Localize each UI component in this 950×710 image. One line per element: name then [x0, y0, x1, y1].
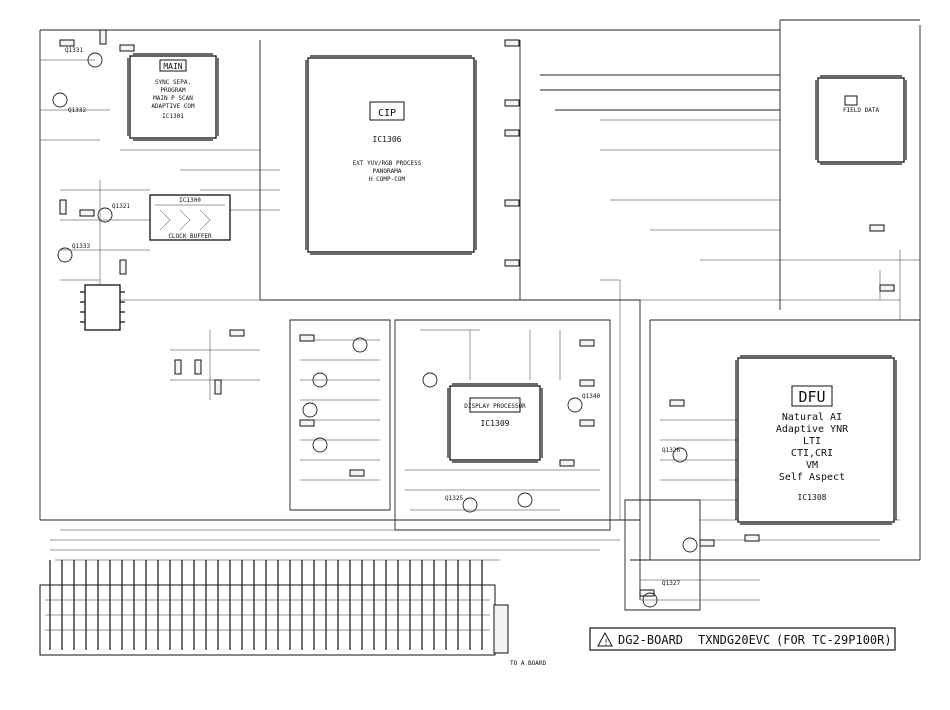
cip-line-2: PANORAMA — [373, 168, 402, 175]
clock-buffer-label: CLOCK BUFFER — [168, 233, 212, 240]
ic1308-dfu-chip: DFU Natural AI Adaptive YNR LTI CTI,CRI … — [735, 355, 897, 525]
main-line-3: MAIN P SCAN — [153, 95, 193, 102]
ic1301-main-chip: MAIN SYNC SEPA. PROGRAM MAIN P SCAN ADAP… — [127, 53, 219, 141]
dfu-line-1: Natural AI — [782, 412, 842, 423]
dfu-line-5: VM — [806, 460, 818, 471]
transistor-label: Q1327 — [662, 580, 680, 587]
transistor-label: Q1321 — [112, 203, 130, 210]
cip-line-3: H COMP-COM — [369, 176, 406, 183]
transistor-label: Q1340 — [582, 393, 600, 400]
display-ref: IC1309 — [481, 419, 510, 428]
transistor-label: Q1325 — [445, 495, 463, 502]
main-line-1: SYNC SEPA. — [155, 79, 191, 86]
transistor-label: Q1326 — [662, 447, 680, 454]
field-data-badge: FIELD DATA — [843, 107, 880, 114]
ic1300-ref: IC1300 — [179, 197, 201, 204]
ic1300-clock-buffer: IC1300 CLOCK BUFFER — [149, 194, 231, 241]
dfu-ref: IC1308 — [798, 493, 827, 502]
dfu-line-4: CTI,CRI — [791, 448, 833, 459]
display-badge: DISPLAY PROCESSOR — [464, 403, 526, 410]
cip-ref: IC1306 — [373, 135, 402, 144]
title-block: ! DG2-BOARD TXNDG20EVC (FOR TC-29P100R) — [589, 627, 896, 651]
dfu-badge: DFU — [798, 388, 825, 406]
board-model: TXNDG20EVC — [698, 633, 770, 647]
main-ref: IC1301 — [162, 113, 184, 120]
eeprom-chip — [80, 284, 125, 331]
field-data-chip: FIELD DATA — [815, 75, 907, 165]
ic1306-cip-chip: CIP IC1306 EXT YUV/RGB PROCESS PANORAMA … — [305, 55, 477, 255]
main-line-2: PROGRAM — [160, 87, 186, 94]
main-line-4: ADAPTIVE COM — [151, 103, 195, 110]
ic1309-display-processor: DISPLAY PROCESSOR IC1309 — [447, 383, 543, 463]
frame-wiring — [39, 19, 921, 611]
bottom-connector: TO A BOARD — [39, 560, 547, 667]
connector-label: TO A BOARD — [510, 660, 547, 667]
warning-icon: ! — [604, 638, 609, 647]
dfu-line-2: Adaptive YNR — [776, 424, 849, 435]
board-for-model: (FOR TC-29P100R) — [776, 633, 892, 647]
transistor-labels: Q1331 Q1332 Q1321 Q1333 Q1340 Q1325 Q132… — [65, 47, 680, 587]
board-name: DG2-BOARD — [618, 633, 683, 647]
cip-badge: CIP — [378, 108, 396, 119]
transistor-label: Q1332 — [68, 107, 86, 114]
passive-components — [52, 29, 895, 608]
dfu-line-3: LTI — [803, 436, 821, 447]
dfu-line-6: Self Aspect — [779, 472, 845, 483]
transistor-label: Q1331 — [65, 47, 83, 54]
cip-line-1: EXT YUV/RGB PROCESS — [353, 160, 422, 167]
main-badge: MAIN — [163, 62, 182, 71]
transistor-label: Q1333 — [72, 243, 90, 250]
